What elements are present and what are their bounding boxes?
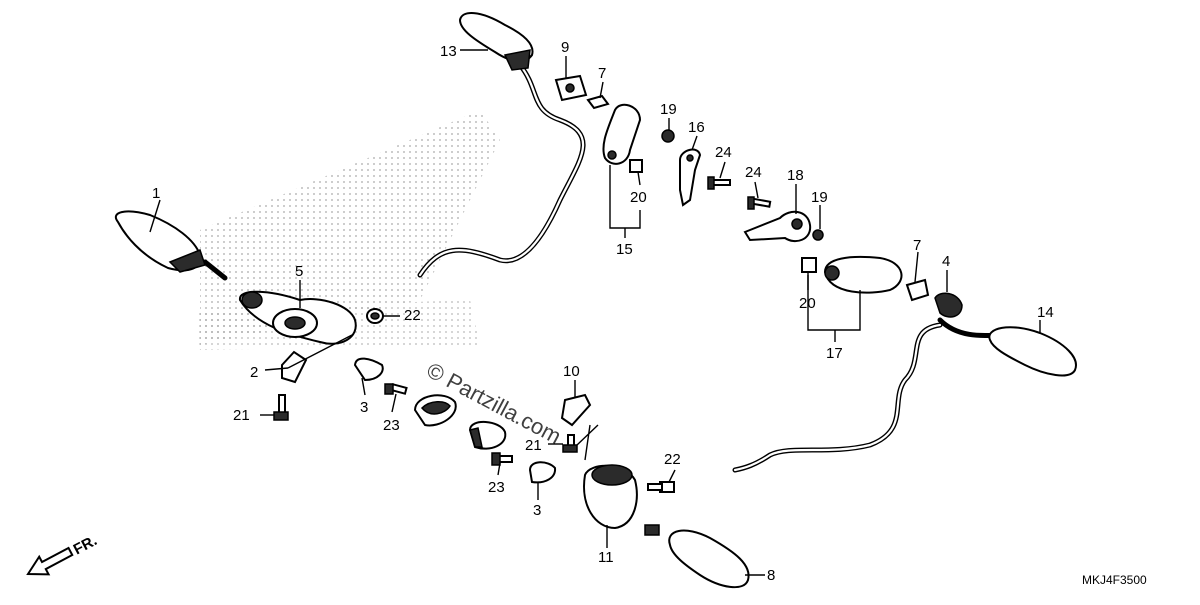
callout-2[interactable]: 2	[250, 364, 258, 381]
callout-19-upper[interactable]: 19	[660, 101, 677, 118]
callout-15[interactable]: 15	[616, 241, 633, 258]
callout-19-lower[interactable]: 19	[811, 189, 828, 206]
callout-3-upper[interactable]: 3	[360, 399, 368, 416]
callout-22-left[interactable]: 22	[404, 307, 421, 324]
callout-14[interactable]: 14	[1037, 304, 1054, 321]
front-label: FR.	[71, 532, 100, 558]
part-17-stay-bracket[interactable]	[823, 255, 903, 294]
part-14-rear-right-indicator[interactable]	[988, 326, 1077, 377]
part-10-clip[interactable]	[560, 393, 592, 427]
callout-1[interactable]: 1	[152, 185, 160, 202]
part-21-bolt-lower[interactable]	[562, 434, 578, 453]
part-16-plate[interactable]	[679, 148, 702, 207]
callout-11[interactable]: 11	[598, 549, 614, 566]
part-24-screw-upper[interactable]	[707, 176, 731, 190]
callout-21-lower[interactable]: 21	[525, 437, 542, 454]
pad-left[interactable]	[413, 394, 457, 427]
callout-13[interactable]: 13	[440, 43, 457, 60]
part-1-front-left-indicator[interactable]	[115, 210, 206, 273]
callout-20-upper[interactable]: 20	[630, 189, 647, 206]
front-arrow-icon	[26, 546, 74, 576]
part-13-rear-left-indicator[interactable]	[458, 12, 534, 71]
leader-lines	[149, 49, 1041, 576]
callout-7-upper[interactable]: 7	[598, 65, 606, 82]
callout-4[interactable]: 4	[942, 253, 950, 270]
rubber-mount[interactable]	[468, 421, 507, 450]
callout-22-lower[interactable]: 22	[664, 451, 681, 468]
callout-7-lower[interactable]: 7	[913, 237, 921, 254]
part-24-screw-lower[interactable]	[747, 196, 772, 210]
part-18-bracket[interactable]	[743, 210, 812, 243]
callout-24-upper[interactable]: 24	[715, 144, 732, 161]
callout-23-lower[interactable]: 23	[488, 479, 505, 496]
callout-8[interactable]: 8	[767, 567, 775, 584]
callout-10[interactable]: 10	[563, 363, 580, 380]
part-23-screw-upper[interactable]	[384, 383, 408, 395]
callout-5[interactable]: 5	[295, 263, 303, 280]
front-direction-indicator: FR.	[26, 532, 100, 576]
part-22-bolt-left[interactable]	[366, 308, 384, 324]
part-22-bolt-lower[interactable]	[647, 481, 675, 493]
callout-21-left[interactable]: 21	[233, 407, 250, 424]
callout-20-lower[interactable]: 20	[799, 295, 816, 312]
callout-9[interactable]: 9	[561, 39, 569, 56]
part-7-washer-lower[interactable]	[905, 278, 930, 302]
part-21-bolt-left[interactable]	[273, 394, 289, 421]
callout-18[interactable]: 18	[787, 167, 804, 184]
callout-16[interactable]: 16	[688, 119, 705, 136]
part-7-washer-upper[interactable]	[586, 94, 610, 110]
part-15-stay-bracket[interactable]	[602, 103, 642, 165]
callout-23-upper[interactable]: 23	[383, 417, 400, 434]
part-5-left-bracket[interactable]	[239, 290, 357, 345]
callout-17[interactable]: 17	[826, 345, 843, 362]
callout-numbers: 1 2 3 3 4 5 7 7 8 9 10 11 13 14 15 16 17…	[152, 39, 1054, 584]
part-23-screw-lower[interactable]	[491, 452, 513, 466]
part-9-grommet[interactable]	[554, 74, 588, 102]
part-4-grommet[interactable]	[934, 292, 963, 318]
part-8-front-right-indicator[interactable]	[644, 524, 750, 589]
part-19-nut-upper[interactable]	[661, 129, 675, 143]
part-20-nut-upper[interactable]	[629, 159, 643, 173]
drawing-code: MKJ4F3500	[1082, 573, 1147, 587]
callout-24-lower[interactable]: 24	[745, 164, 762, 181]
part-19-nut-lower[interactable]	[812, 229, 824, 241]
part-3-collar-lower[interactable]	[528, 461, 557, 484]
part-20-nut-lower[interactable]	[801, 257, 817, 273]
harness-wires	[202, 62, 1003, 473]
part-3-collar-upper[interactable]	[353, 357, 384, 382]
callout-3-lower[interactable]: 3	[533, 502, 541, 519]
part-2-grommet[interactable]	[281, 350, 308, 384]
part-11-bracket-housing[interactable]	[583, 464, 638, 530]
